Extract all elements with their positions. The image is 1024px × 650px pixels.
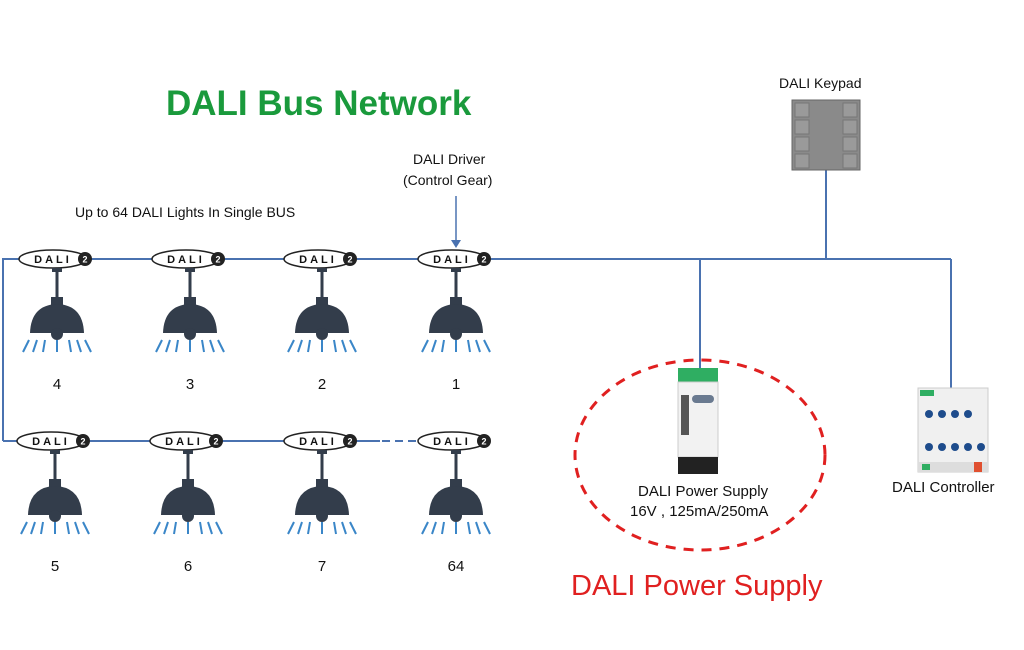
pendant-lamp-icon [20, 450, 90, 535]
light-rays-icon [153, 521, 223, 535]
light-rays-icon [20, 521, 90, 535]
dali-badge: 2 DALI [283, 431, 357, 451]
svg-text:DALI: DALI [34, 254, 72, 266]
dali-light[interactable]: 2 DALI [417, 249, 491, 353]
pendant-lamp-icon [22, 268, 92, 353]
pendant-lamp-icon [155, 268, 225, 353]
light-number: 3 [185, 376, 195, 393]
dali-badge: 2 DALI [417, 249, 491, 269]
driver-label-2: (Control Gear) [403, 172, 493, 188]
pendant-lamp-icon [287, 268, 357, 353]
dali-light[interactable]: 2 DALI [283, 431, 357, 535]
power-supply-label-2: 16V , 125mA/250mA [630, 503, 769, 520]
dali-badge: 2 DALI [16, 431, 90, 451]
pendant-lamp-icon [421, 268, 491, 353]
dali-light[interactable]: 2 DALI [417, 431, 491, 535]
dali-badge: 2 DALI [283, 249, 357, 269]
svg-text:2: 2 [481, 255, 486, 265]
keypad-label: DALI Keypad [779, 75, 862, 91]
svg-text:DALI: DALI [433, 436, 471, 448]
dali-light[interactable]: 2 DALI [18, 249, 92, 353]
svg-text:2: 2 [82, 255, 87, 265]
light-number: 5 [50, 558, 60, 575]
dali-badge: 2 DALI [149, 431, 223, 451]
page-title: DALI Bus Network [166, 84, 472, 123]
svg-text:DALI: DALI [433, 254, 471, 266]
light-rays-icon [421, 521, 491, 535]
svg-text:2: 2 [213, 437, 218, 447]
power-supply-heading: DALI Power Supply [571, 570, 823, 602]
power-supply-device[interactable] [677, 368, 719, 474]
dali-badge: 2 DALI [18, 249, 92, 269]
svg-text:DALI: DALI [165, 436, 203, 448]
light-rays-icon [155, 339, 225, 353]
keypad-device[interactable] [791, 99, 861, 171]
svg-text:2: 2 [215, 255, 220, 265]
dali-light[interactable]: 2 DALI [151, 249, 225, 353]
svg-text:DALI: DALI [167, 254, 205, 266]
svg-text:DALI: DALI [299, 436, 337, 448]
dali-light[interactable]: 2 DALI [149, 431, 223, 535]
light-rays-icon [421, 339, 491, 353]
dali-light[interactable]: 2 DALI [16, 431, 90, 535]
light-number: 2 [317, 376, 327, 393]
light-number: 6 [183, 558, 193, 575]
svg-text:2: 2 [347, 255, 352, 265]
pendant-lamp-icon [421, 450, 491, 535]
pendant-lamp-icon [287, 450, 357, 535]
svg-text:2: 2 [347, 437, 352, 447]
svg-text:DALI: DALI [299, 254, 337, 266]
svg-text:2: 2 [481, 437, 486, 447]
svg-text:2: 2 [80, 437, 85, 447]
light-number: 1 [451, 376, 461, 393]
dali-light[interactable]: 2 DALI [283, 249, 357, 353]
light-rays-icon [287, 339, 357, 353]
light-number: 7 [317, 558, 327, 575]
subtitle: Up to 64 DALI Lights In Single BUS [75, 204, 296, 220]
svg-text:DALI: DALI [32, 436, 70, 448]
pendant-lamp-icon [153, 450, 223, 535]
light-rays-icon [22, 339, 92, 353]
driver-arrow [451, 196, 461, 248]
dali-badge: 2 DALI [417, 431, 491, 451]
dali-badge: 2 DALI [151, 249, 225, 269]
light-number: 64 [447, 558, 465, 575]
power-supply-label-1: DALI Power Supply [638, 483, 769, 500]
light-number: 4 [52, 376, 62, 393]
controller-label: DALI Controller [892, 479, 995, 496]
power-supply-highlight [573, 358, 827, 552]
light-rays-icon [287, 521, 357, 535]
driver-label-1: DALI Driver [413, 151, 486, 167]
controller-device[interactable] [917, 387, 989, 473]
